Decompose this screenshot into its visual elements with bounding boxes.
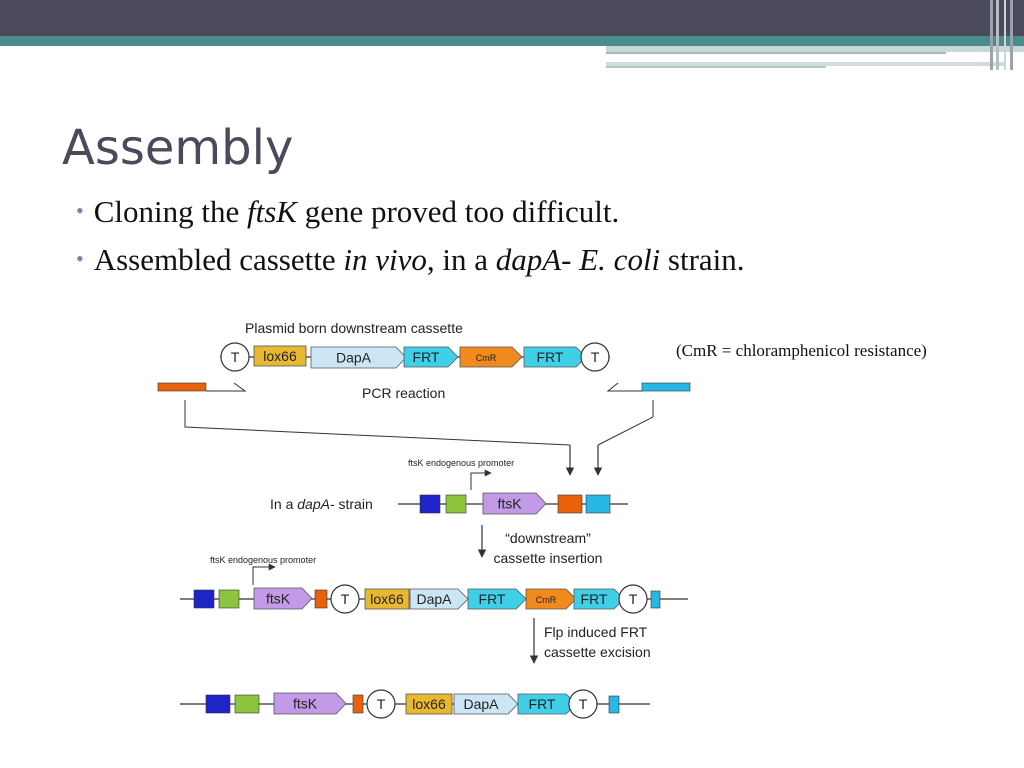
ftsk-label: ftsK [497, 496, 522, 512]
dapa-label: DapA [463, 696, 499, 712]
cyan-block [650, 590, 661, 609]
ftsk-arrow [482, 492, 547, 515]
lox66-label: lox66 [263, 348, 297, 364]
cmr-label: CmR [536, 595, 557, 605]
blue-block [205, 694, 231, 714]
primer-tail-right [606, 382, 642, 392]
frt-arrow [403, 346, 459, 368]
terminator-circle [330, 584, 360, 614]
italic-term: ftsK [246, 194, 297, 229]
terminator-circle [618, 584, 648, 614]
terminator-label: T [629, 591, 638, 607]
lox66-box [405, 693, 453, 715]
ftsk-label: ftsK [266, 591, 291, 607]
ftsk-label: ftsK [293, 696, 318, 712]
lox66-box [364, 588, 410, 610]
terminator-circle [220, 342, 250, 372]
lox66-label: lox66 [370, 591, 404, 607]
header-decoration [606, 0, 1024, 70]
lox66-label: lox66 [412, 696, 446, 712]
bullet-text: Assembled cassette in vivo, in a dapA- E… [94, 242, 745, 277]
ftsk-arrow [273, 692, 347, 715]
guide-line-left [184, 400, 571, 446]
frt-label: FRT [537, 349, 564, 365]
strain-label-text: - strain [330, 496, 373, 512]
text-run: - [561, 242, 580, 277]
cyan-block [585, 494, 611, 514]
promoter-label-row3: ftsK endogenous promoter [210, 555, 316, 565]
strain-label: In a dapA- strain [270, 496, 373, 512]
lox66-box [253, 345, 307, 367]
pcr-reaction-label: PCR reaction [362, 385, 445, 401]
dapa-arrow [409, 588, 469, 610]
bullet-text: Cloning the ftsK gene proved too difficu… [94, 194, 620, 229]
green-block [445, 494, 467, 514]
terminator-label: T [377, 696, 386, 712]
orange-block [352, 694, 364, 714]
green-block [218, 589, 240, 609]
terminator-circle [568, 689, 598, 719]
frt-label: FRT [581, 591, 608, 607]
green-block [234, 694, 260, 714]
italic-term: dapA [495, 242, 562, 277]
text-run: , in a [426, 242, 496, 277]
guide-line-right [597, 400, 654, 446]
text-run: Cloning the [93, 194, 247, 229]
italic-term: E. coli [579, 242, 661, 277]
bullet-marker: • [76, 246, 84, 271]
abbreviation-note: (CmR = chloramphenicol resistance) [676, 341, 927, 360]
primer-tail-left [206, 382, 247, 392]
pcr-primer-right [641, 382, 691, 392]
frt-label: FRT [529, 696, 556, 712]
plasmid-header: Plasmid born downstream cassette [245, 320, 463, 336]
terminator-label: T [579, 696, 588, 712]
cmr-label: CmR [476, 353, 497, 363]
terminator-label: T [341, 591, 350, 607]
strain-label-italic: dapA [297, 496, 330, 512]
step1-line2: cassette insertion [494, 550, 603, 566]
cyan-block [608, 695, 620, 714]
frt-arrow [523, 346, 587, 368]
bullet-marker: • [76, 198, 84, 223]
terminator-label: T [591, 349, 600, 365]
orange-block [557, 494, 583, 514]
slide-title: Assembly [62, 120, 294, 176]
strain-label-text: In a [270, 496, 297, 512]
ftsk-arrow [253, 587, 313, 610]
cmr-arrow [459, 346, 523, 368]
bullet-item-1: • Cloning the ftsK gene proved too diffic… [76, 196, 619, 227]
frt-label: FRT [413, 349, 440, 365]
terminator-circle [366, 689, 396, 719]
terminator-circle [580, 342, 610, 372]
blue-block [419, 494, 441, 514]
dapa-label: DapA [336, 350, 372, 366]
promoter-label-row2: ftsK endogenous promoter [408, 458, 514, 468]
dapa-arrow [310, 346, 407, 369]
text-run: Assembled cassette [93, 242, 344, 277]
italic-term: in vivo [343, 242, 427, 277]
text-run: gene proved too difficult. [296, 194, 620, 229]
terminator-label: T [231, 349, 240, 365]
step2-line2: cassette excision [544, 644, 651, 660]
orange-block [314, 589, 328, 609]
promoter-arrow [470, 469, 492, 490]
cmr-arrow [525, 588, 577, 610]
bullet-item-2: • Assembled cassette in vivo, in a dapA- … [76, 244, 745, 275]
header-accent-stripe [0, 36, 1024, 46]
dapa-label: DapA [416, 591, 452, 607]
frt-arrow [467, 588, 527, 610]
frt-label: FRT [479, 591, 506, 607]
pcr-primer-left [157, 382, 207, 392]
blue-block [193, 589, 215, 609]
frt-arrow [573, 588, 625, 610]
header-bar [0, 0, 1024, 36]
text-run: strain. [660, 242, 745, 277]
step2-line1: Flp induced FRT [544, 624, 648, 640]
dapa-arrow [453, 693, 519, 715]
step1-line1: “downstream” [505, 530, 591, 546]
promoter-arrow [252, 563, 276, 585]
